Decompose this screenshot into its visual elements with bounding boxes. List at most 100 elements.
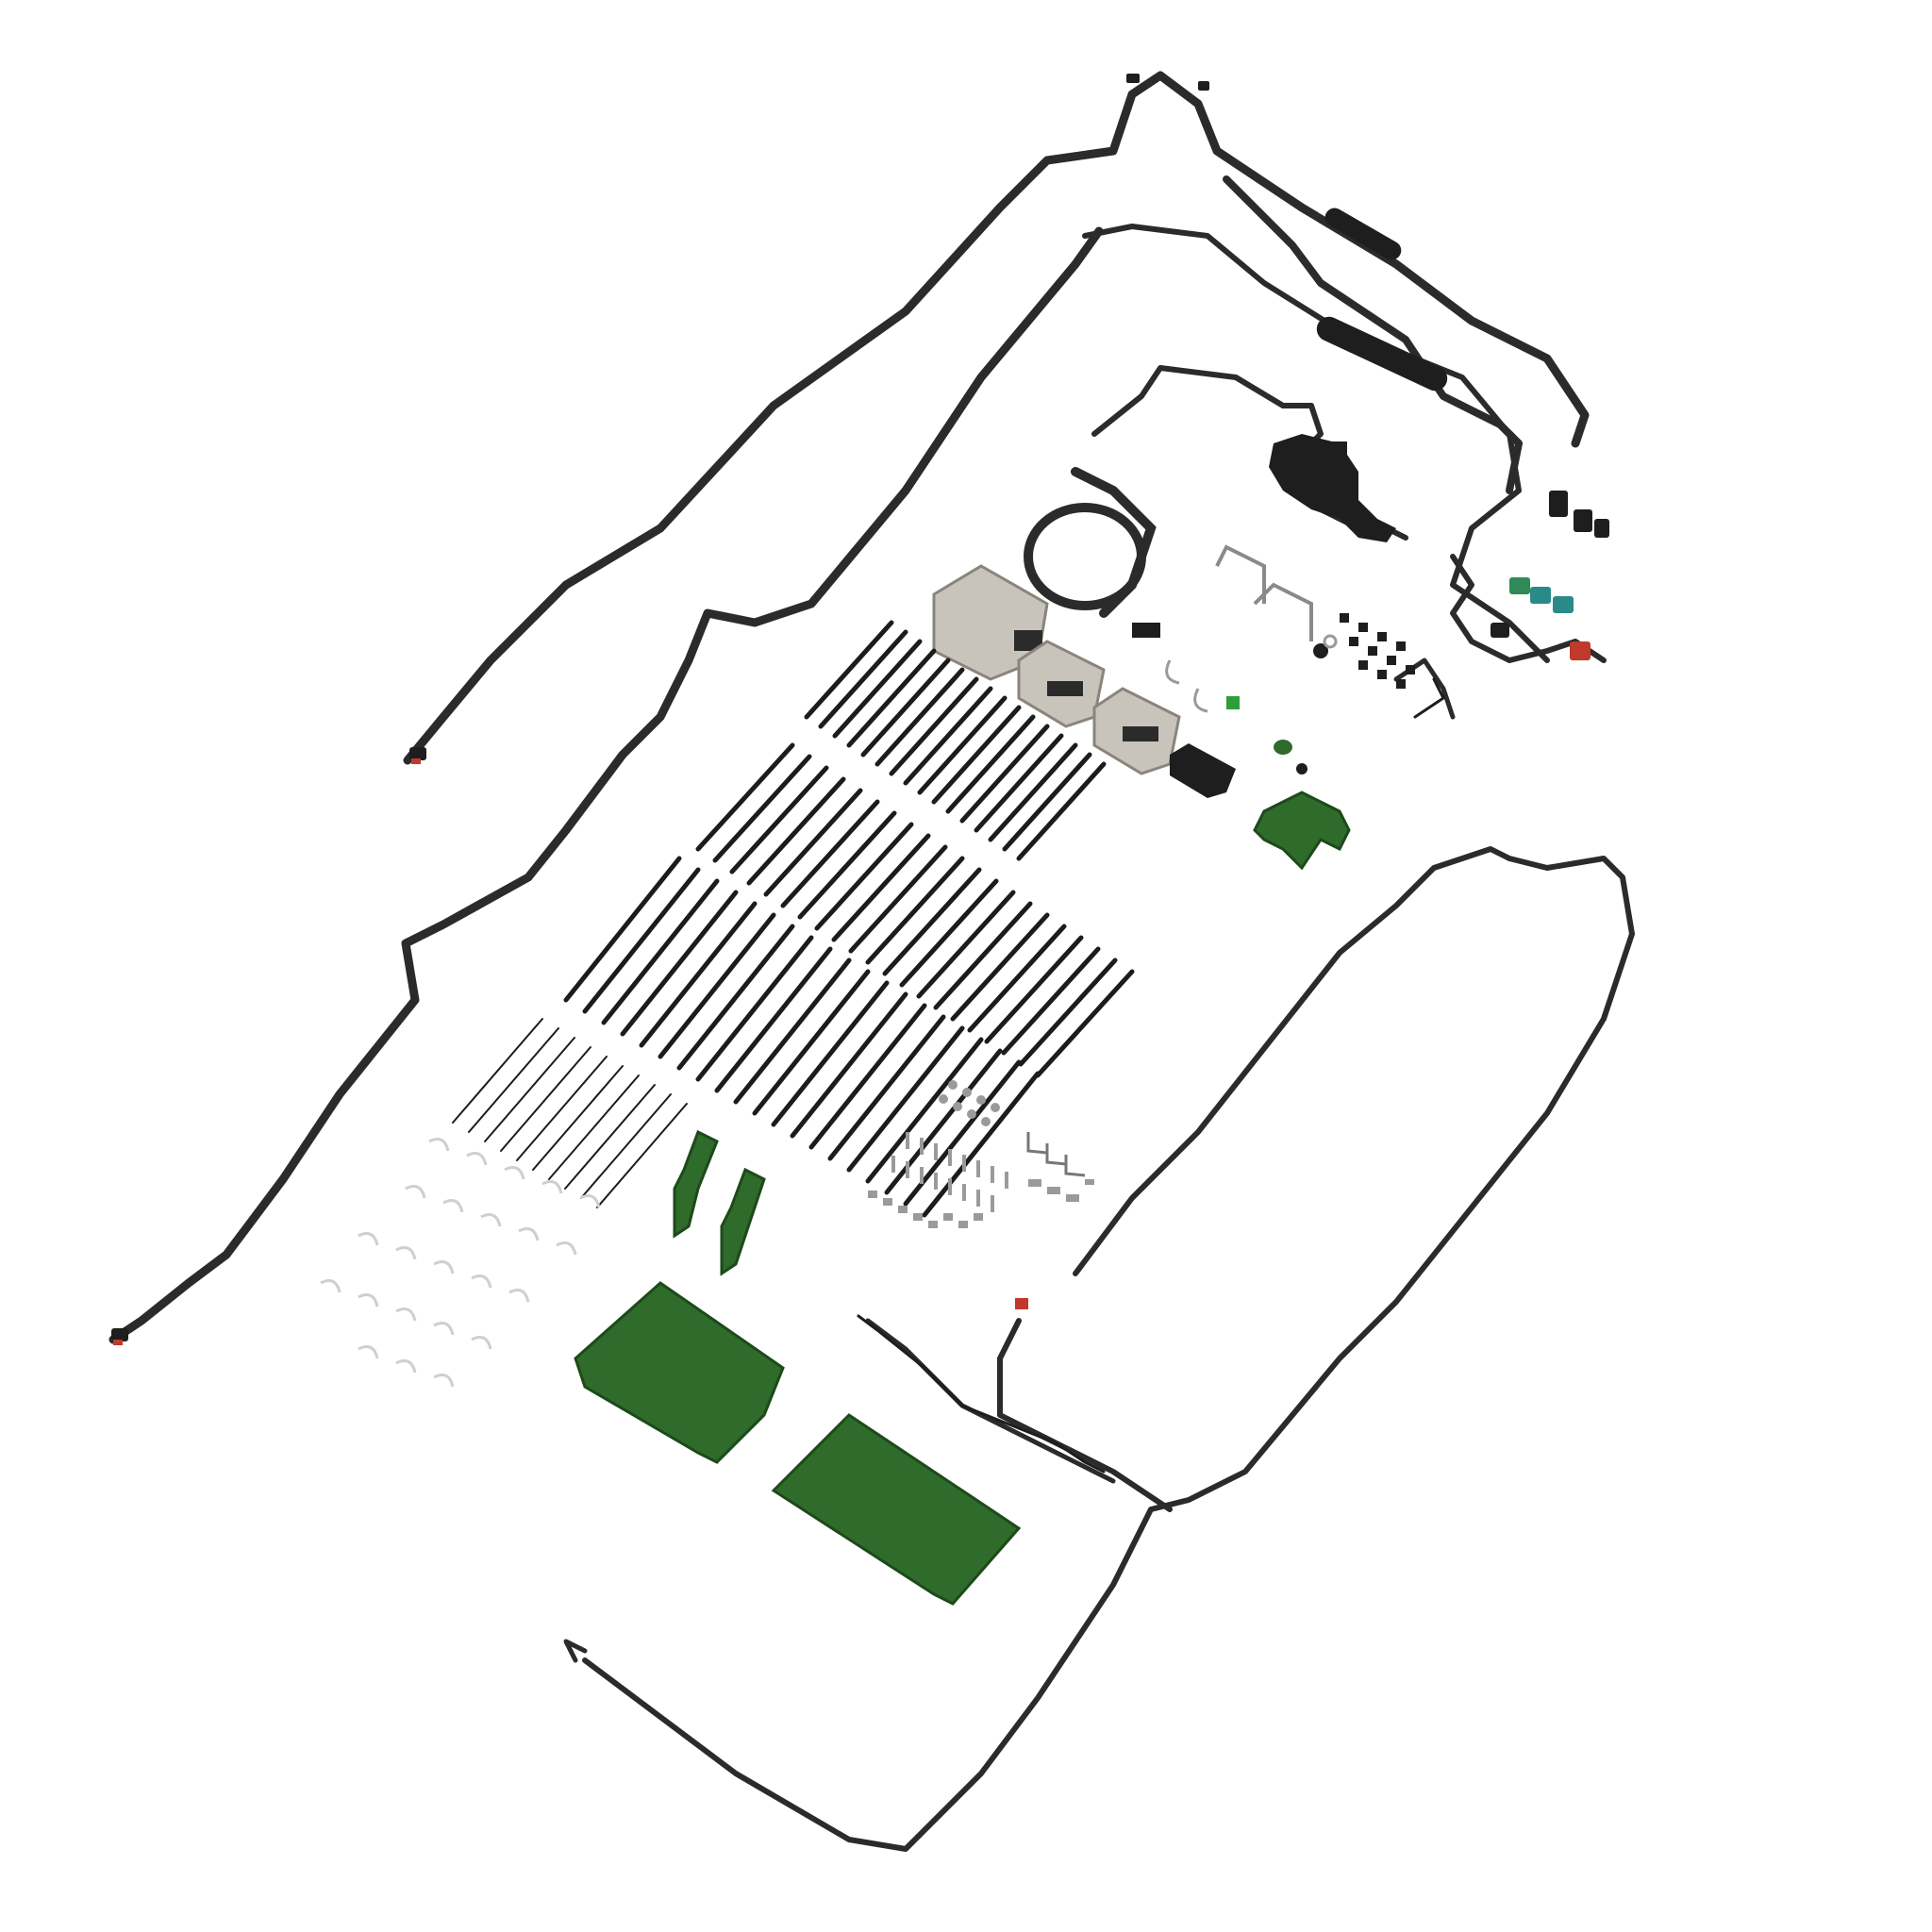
bolt — [976, 1190, 980, 1207]
cable-tie — [889, 676, 979, 776]
cable-tie — [733, 958, 852, 1105]
cable-tie — [658, 912, 776, 1059]
thin-tie — [580, 1093, 672, 1199]
wire-clip — [358, 1293, 379, 1307]
connector-green-2 — [1530, 587, 1551, 604]
thin-tie — [468, 1027, 559, 1133]
wire-clip — [508, 1289, 530, 1303]
bolt — [906, 1161, 909, 1178]
cable-tie — [846, 1025, 965, 1173]
wire-clip — [471, 1274, 492, 1289]
wire-clip — [541, 1180, 563, 1194]
cable-tie — [1016, 761, 1107, 861]
clip-grid — [1340, 613, 1415, 689]
angle-brackets — [1026, 1132, 1086, 1177]
connector-right-cluster-1 — [1549, 491, 1568, 517]
spacer — [883, 1198, 892, 1206]
harness-right-loop — [1082, 224, 1550, 663]
cable-tie — [922, 1071, 1041, 1218]
u-bolt-1 — [1215, 544, 1266, 604]
cable-tie — [1002, 752, 1092, 852]
thin-tie — [516, 1056, 608, 1161]
wire-clip — [471, 1336, 492, 1350]
small-cap — [1296, 763, 1307, 774]
cable-tie — [984, 935, 1084, 1044]
nut — [953, 1102, 962, 1111]
cable-ties-row-2 — [695, 742, 1135, 1078]
cable-tie — [988, 742, 1078, 842]
bracket-harness-assembly — [1269, 434, 1396, 542]
hook-1 — [1165, 659, 1180, 685]
cable-tie — [931, 705, 1022, 805]
clip — [1340, 613, 1349, 623]
cable-tie — [827, 1014, 946, 1161]
cable-tie — [846, 648, 937, 748]
clip — [1358, 623, 1368, 632]
cable-tie — [967, 924, 1067, 1033]
wire-clip — [433, 1260, 455, 1274]
wire-clip — [395, 1246, 417, 1260]
clip — [1387, 656, 1396, 665]
clip — [1396, 679, 1406, 689]
harness-sleeve-a — [1324, 208, 1402, 260]
loose-cables — [857, 677, 1445, 1474]
cable-tie — [865, 856, 965, 965]
nut — [939, 1094, 948, 1104]
cable-tie — [860, 658, 951, 758]
cable-tie — [582, 867, 701, 1014]
wire-clip — [518, 1227, 540, 1241]
cable-tie — [1001, 946, 1101, 1056]
cable-tie — [974, 733, 1064, 833]
bolt — [962, 1155, 966, 1172]
cable-tie — [729, 765, 829, 874]
clip — [1396, 641, 1406, 651]
cable-tie — [831, 833, 931, 942]
cable-tie — [1035, 969, 1135, 1078]
cable-tie — [797, 810, 897, 920]
nut — [967, 1109, 976, 1119]
thin-tie — [500, 1046, 591, 1152]
cable-tie — [746, 776, 846, 886]
wire-clip — [442, 1199, 464, 1213]
hook-2 — [1193, 688, 1208, 713]
cable-tie — [1018, 958, 1118, 1067]
cable-tie — [714, 946, 833, 1093]
small-bracket-black — [1132, 623, 1160, 638]
wire-clip — [395, 1359, 417, 1374]
cable-tie — [676, 924, 795, 1071]
harness-outer — [403, 71, 1590, 765]
spacer — [898, 1206, 908, 1213]
cable-tie — [804, 620, 894, 720]
wire-clip — [433, 1374, 455, 1388]
connector-top-right — [1198, 81, 1209, 91]
cable-tie — [563, 856, 682, 1003]
angle-bracket — [1064, 1155, 1086, 1177]
cable-tie — [712, 754, 812, 863]
thin-ties — [452, 1018, 688, 1208]
hardware-grid — [868, 1080, 1094, 1228]
wire-clip — [433, 1322, 455, 1336]
spacer — [1085, 1179, 1094, 1185]
loose-cable-a — [857, 1314, 1106, 1474]
module-medium-1-connector — [1047, 681, 1083, 696]
wire-clip — [395, 1307, 417, 1322]
module-large-connector — [1014, 630, 1042, 651]
clip — [1358, 660, 1368, 670]
bolt — [920, 1138, 924, 1155]
cable-tie — [790, 991, 908, 1139]
connector-bottom-left-red — [113, 1340, 123, 1345]
nut — [991, 1103, 1000, 1112]
module-black — [1170, 743, 1236, 798]
cable-tie — [695, 742, 795, 852]
clip — [1349, 637, 1358, 646]
cable-tie — [874, 667, 965, 767]
cable-tie — [950, 912, 1050, 1022]
harness-lower-long — [582, 846, 1635, 1852]
cable-tie — [601, 878, 720, 1025]
clip — [1368, 646, 1377, 656]
connector-right-cluster-2 — [1574, 509, 1592, 532]
connector-teal-3 — [1553, 596, 1574, 613]
bolt — [948, 1178, 952, 1195]
cable-tie — [814, 822, 914, 931]
thin-tie — [596, 1103, 688, 1208]
